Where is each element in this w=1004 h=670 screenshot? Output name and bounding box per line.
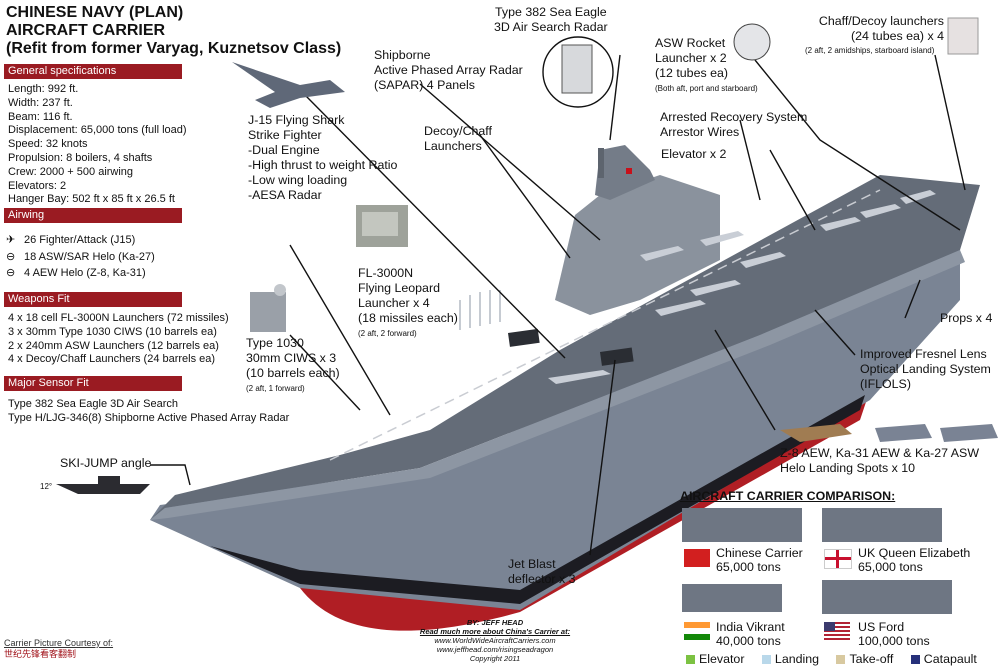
title-line-1: CHINESE NAVY (PLAN) (6, 4, 184, 21)
comparison-title: AIRCRAFT CARRIER COMPARISON: (680, 489, 896, 503)
j15-silhouette (232, 62, 345, 108)
us-flag-icon (824, 622, 850, 640)
spec-item: Hanger Bay: 502 ft x 85 ft x 26.5 ft (8, 193, 175, 206)
ka27-helo (940, 424, 998, 442)
j15-callout: J-15 Flying Shark Strike Fighter -Dual E… (248, 113, 398, 202)
general-header: General specifications (4, 64, 182, 79)
credits: BY: JEFF HEAD Read much more about China… (410, 618, 580, 663)
page-title: CHINESE NAVY (PLAN) AIRCRAFT CARRIER (Re… (6, 4, 341, 58)
carrier-us: US Ford 100,000 tons (858, 620, 930, 648)
leader-lines (150, 54, 966, 556)
airwing-item: ⊖4 AEW Helo (Z-8, Ka-31) (6, 265, 155, 282)
weapon-item: 4 x 18 cell FL-3000N Launchers (72 missi… (8, 312, 229, 324)
airwing-item: ⊖18 ASW/SAR Helo (Ka-27) (6, 249, 155, 266)
elevator-callout: Elevator x 2 (661, 147, 727, 161)
weapon-item: 4 x Decoy/Chaff Launchers (24 barrels ea… (8, 353, 216, 366)
weapons-list: 4 x 18 cell FL-3000N Launchers (72 missi… (8, 312, 229, 367)
carrier-silhouette-uk (822, 508, 942, 542)
fighter-icon: ✈ (6, 234, 16, 246)
weapons-header: Weapons Fit (4, 292, 182, 307)
chaff-launcher-image (947, 17, 979, 55)
weapon-item: 3 x 30mm Type 1030 CIWS (10 barrels ea) (8, 325, 217, 338)
spec-item: Speed: 32 knots (8, 138, 88, 151)
elevator-swatch (686, 655, 695, 665)
jet-blast-deflector (600, 347, 634, 366)
carrier-silhouette-china (682, 508, 802, 542)
sensor-item: Type 382 Sea Eagle 3D Air Search (8, 398, 178, 410)
ciws-image (250, 292, 286, 332)
helicopter-icon: ⊖ (6, 267, 16, 279)
legend-item: Landing (761, 652, 819, 666)
skijump-callout: SKI-JUMP angle (60, 456, 152, 470)
asw-launcher-image (733, 23, 771, 61)
ka31-helo (875, 424, 932, 442)
deck-aircraft (548, 190, 936, 384)
airwing-item: ✈26 Fighter/Attack (J15) (6, 232, 155, 249)
catapault-swatch (910, 655, 920, 665)
legend-item: Elevator (686, 652, 744, 666)
chaff-callout: Chaff/Decoy launchers (24 tubes ea) x 4 (818, 14, 944, 43)
spec-item: Beam: 116 ft. (8, 110, 73, 123)
picture-credit: Carrier Picture Courtesy of: 世纪先锋看客翻制 (4, 638, 114, 659)
title-line-2: AIRCRAFT CARRIER (6, 22, 166, 39)
deck-masts (459, 290, 501, 330)
carrier-uk: UK Queen Elizabeth 65,000 tons (858, 546, 971, 574)
fl3000-callout: FL-3000N Flying Leopard Launcher x 4 (18… (358, 266, 458, 338)
sapar-callout: Shipborne Active Phased Array Radar (SAP… (374, 48, 523, 92)
jet-blast-deflector (508, 328, 540, 347)
china-flag-icon (684, 549, 710, 567)
island-upper (595, 145, 655, 200)
uk-ensign-icon (824, 549, 852, 569)
island-flag (626, 168, 632, 174)
helo-callout: Z-8 AEW, Ka-31 AEW & Ka-27 ASW Helo Land… (780, 446, 980, 475)
landing-swatch (761, 655, 771, 665)
spec-item: Length: 992 ft. (8, 83, 79, 95)
spec-item: Displacement: 65,000 tons (full load) (8, 124, 187, 137)
spec-item: Propulsion: 8 boilers, 4 shafts (8, 151, 153, 164)
island-superstructure (555, 175, 720, 315)
asw-callout: ASW Rocket Launcher x 2 (12 tubes ea) (B… (655, 36, 758, 93)
spec-item: Crew: 2000 + 500 airwing (8, 165, 134, 178)
carrier-india: India Vikrant 40,000 tons (716, 620, 785, 648)
sensor-item: Type H/LJG-346(8) Shipborne Active Phase… (8, 411, 290, 424)
credit-link[interactable]: www.WorldWideAircraftCarriers.com (434, 636, 556, 645)
helicopter-icon: ⊖ (6, 250, 16, 263)
mast (598, 148, 604, 178)
spec-item: Width: 237 ft. (8, 96, 73, 109)
ciws-callout: Type 1030 30mm CIWS x 3 (10 barrels each… (246, 336, 340, 393)
jetblast-callout: Jet Blast deflector x 3 (508, 557, 576, 586)
takeoff-swatch (836, 655, 846, 665)
airwing-header: Airwing (4, 208, 182, 223)
skijump-angle: 12° (40, 482, 53, 491)
title-line-3: (Refit from former Varyag, Kuznetsov Cla… (6, 40, 342, 57)
arrest-callout: Arrested Recovery System Arrestor Wires (660, 110, 808, 139)
carrier-china: Chinese Carrier 65,000 tons (716, 546, 803, 574)
props-callout: Props x 4 (940, 311, 993, 325)
fresnel-callout: Improved Fresnel Lens Optical Landing Sy… (860, 347, 991, 391)
legend-item: Catapault (910, 652, 977, 666)
general-list: Length: 992 ft. Width: 237 ft. Beam: 116… (8, 83, 187, 207)
comparison-legend: Elevator Landing Take-off Catapault (686, 652, 977, 667)
sensors-header: Major Sensor Fit (4, 376, 182, 391)
weapon-item: 2 x 240mm ASW Launchers (12 barrels ea) (8, 339, 219, 352)
carrier-silhouette-india (682, 584, 782, 612)
landing-stripe (329, 189, 881, 461)
chaff-note: (2 aft, 2 amidships, starboard island) (805, 46, 935, 55)
carrier-silhouette-us (822, 580, 952, 614)
legend-item: Take-off (836, 652, 893, 666)
flight-deck (150, 175, 980, 520)
india-flag-icon (684, 622, 710, 640)
z8-helo (780, 424, 852, 442)
credit-link[interactable]: www.jeffhead.com/risingseadragon (436, 645, 554, 654)
spec-item: Elevators: 2 (8, 179, 67, 192)
airwing-list: ✈26 Fighter/Attack (J15) ⊖18 ASW/SAR Hel… (6, 232, 155, 282)
radar382-callout: Type 382 Sea Eagle 3D Air Search Radar (494, 5, 608, 34)
sensors-list: Type 382 Sea Eagle 3D Air Search Type H/… (8, 398, 289, 426)
ski-jump-inset (56, 484, 150, 494)
decoy-callout: Decoy/Chaff Launchers (424, 124, 492, 153)
